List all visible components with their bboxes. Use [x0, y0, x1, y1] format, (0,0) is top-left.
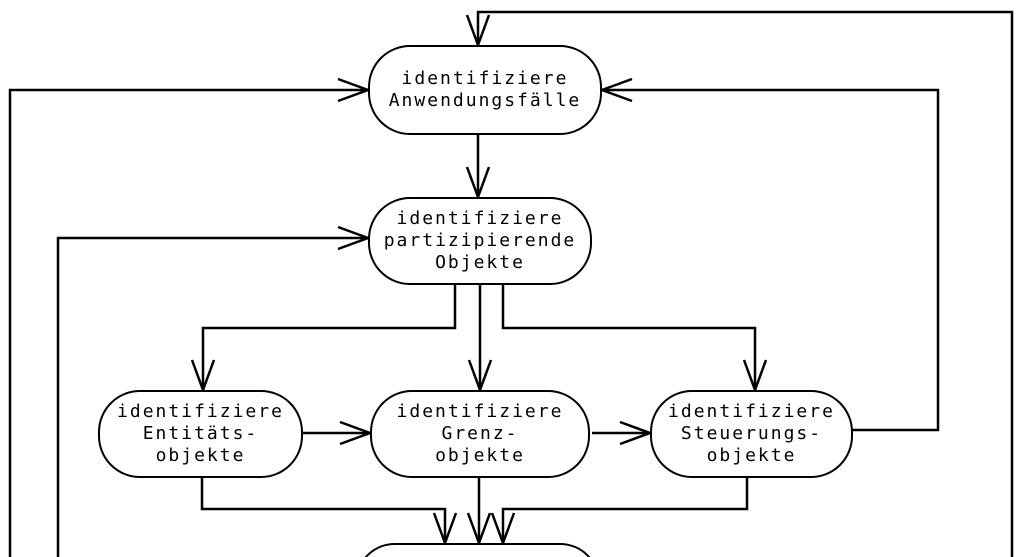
edge-steuerungs-to-anwendungsfaelle	[602, 88, 940, 432]
node-label-line: Entitäts-	[142, 423, 259, 444]
node-label-line: Anwendungsfälle	[388, 90, 582, 111]
node-label-line: objekte	[435, 445, 525, 466]
edge-partizipierende-to-entitaets	[201, 285, 457, 390]
edge-steuerungs-to-bottom-node	[501, 478, 749, 543]
edge-left-loop-to-anwendungsfaelle	[8, 88, 368, 557]
edge-left-loop-to-partizipierende	[56, 236, 368, 557]
node-label-line: Objekte	[435, 252, 525, 273]
node-label-line: Grenz-	[441, 423, 519, 444]
node-label-line: objekte	[706, 445, 797, 466]
node-label-line: Steuerungs-	[680, 423, 823, 444]
node-label-line: identifiziere	[396, 208, 564, 229]
edge-entitaets-to-bottom-node	[200, 478, 447, 543]
node-bottom-partial	[355, 543, 600, 557]
node-label-line: identifiziere	[396, 401, 564, 422]
node-label-line: objekte	[155, 445, 246, 466]
node-label-line: identifiziere	[401, 68, 569, 89]
edge-bottom-loop-to-anwendungsfaelle-top	[476, 10, 1014, 557]
edge-partizipierende-to-steuerungs	[501, 285, 757, 390]
node-label-line: identifiziere	[117, 401, 284, 422]
edge-steuerungs-to-anwendungsfaelle-arrowhead-icon	[598, 77, 633, 103]
node-label-line: partizipierende	[383, 230, 577, 251]
node-label-line: identifiziere	[668, 401, 835, 422]
